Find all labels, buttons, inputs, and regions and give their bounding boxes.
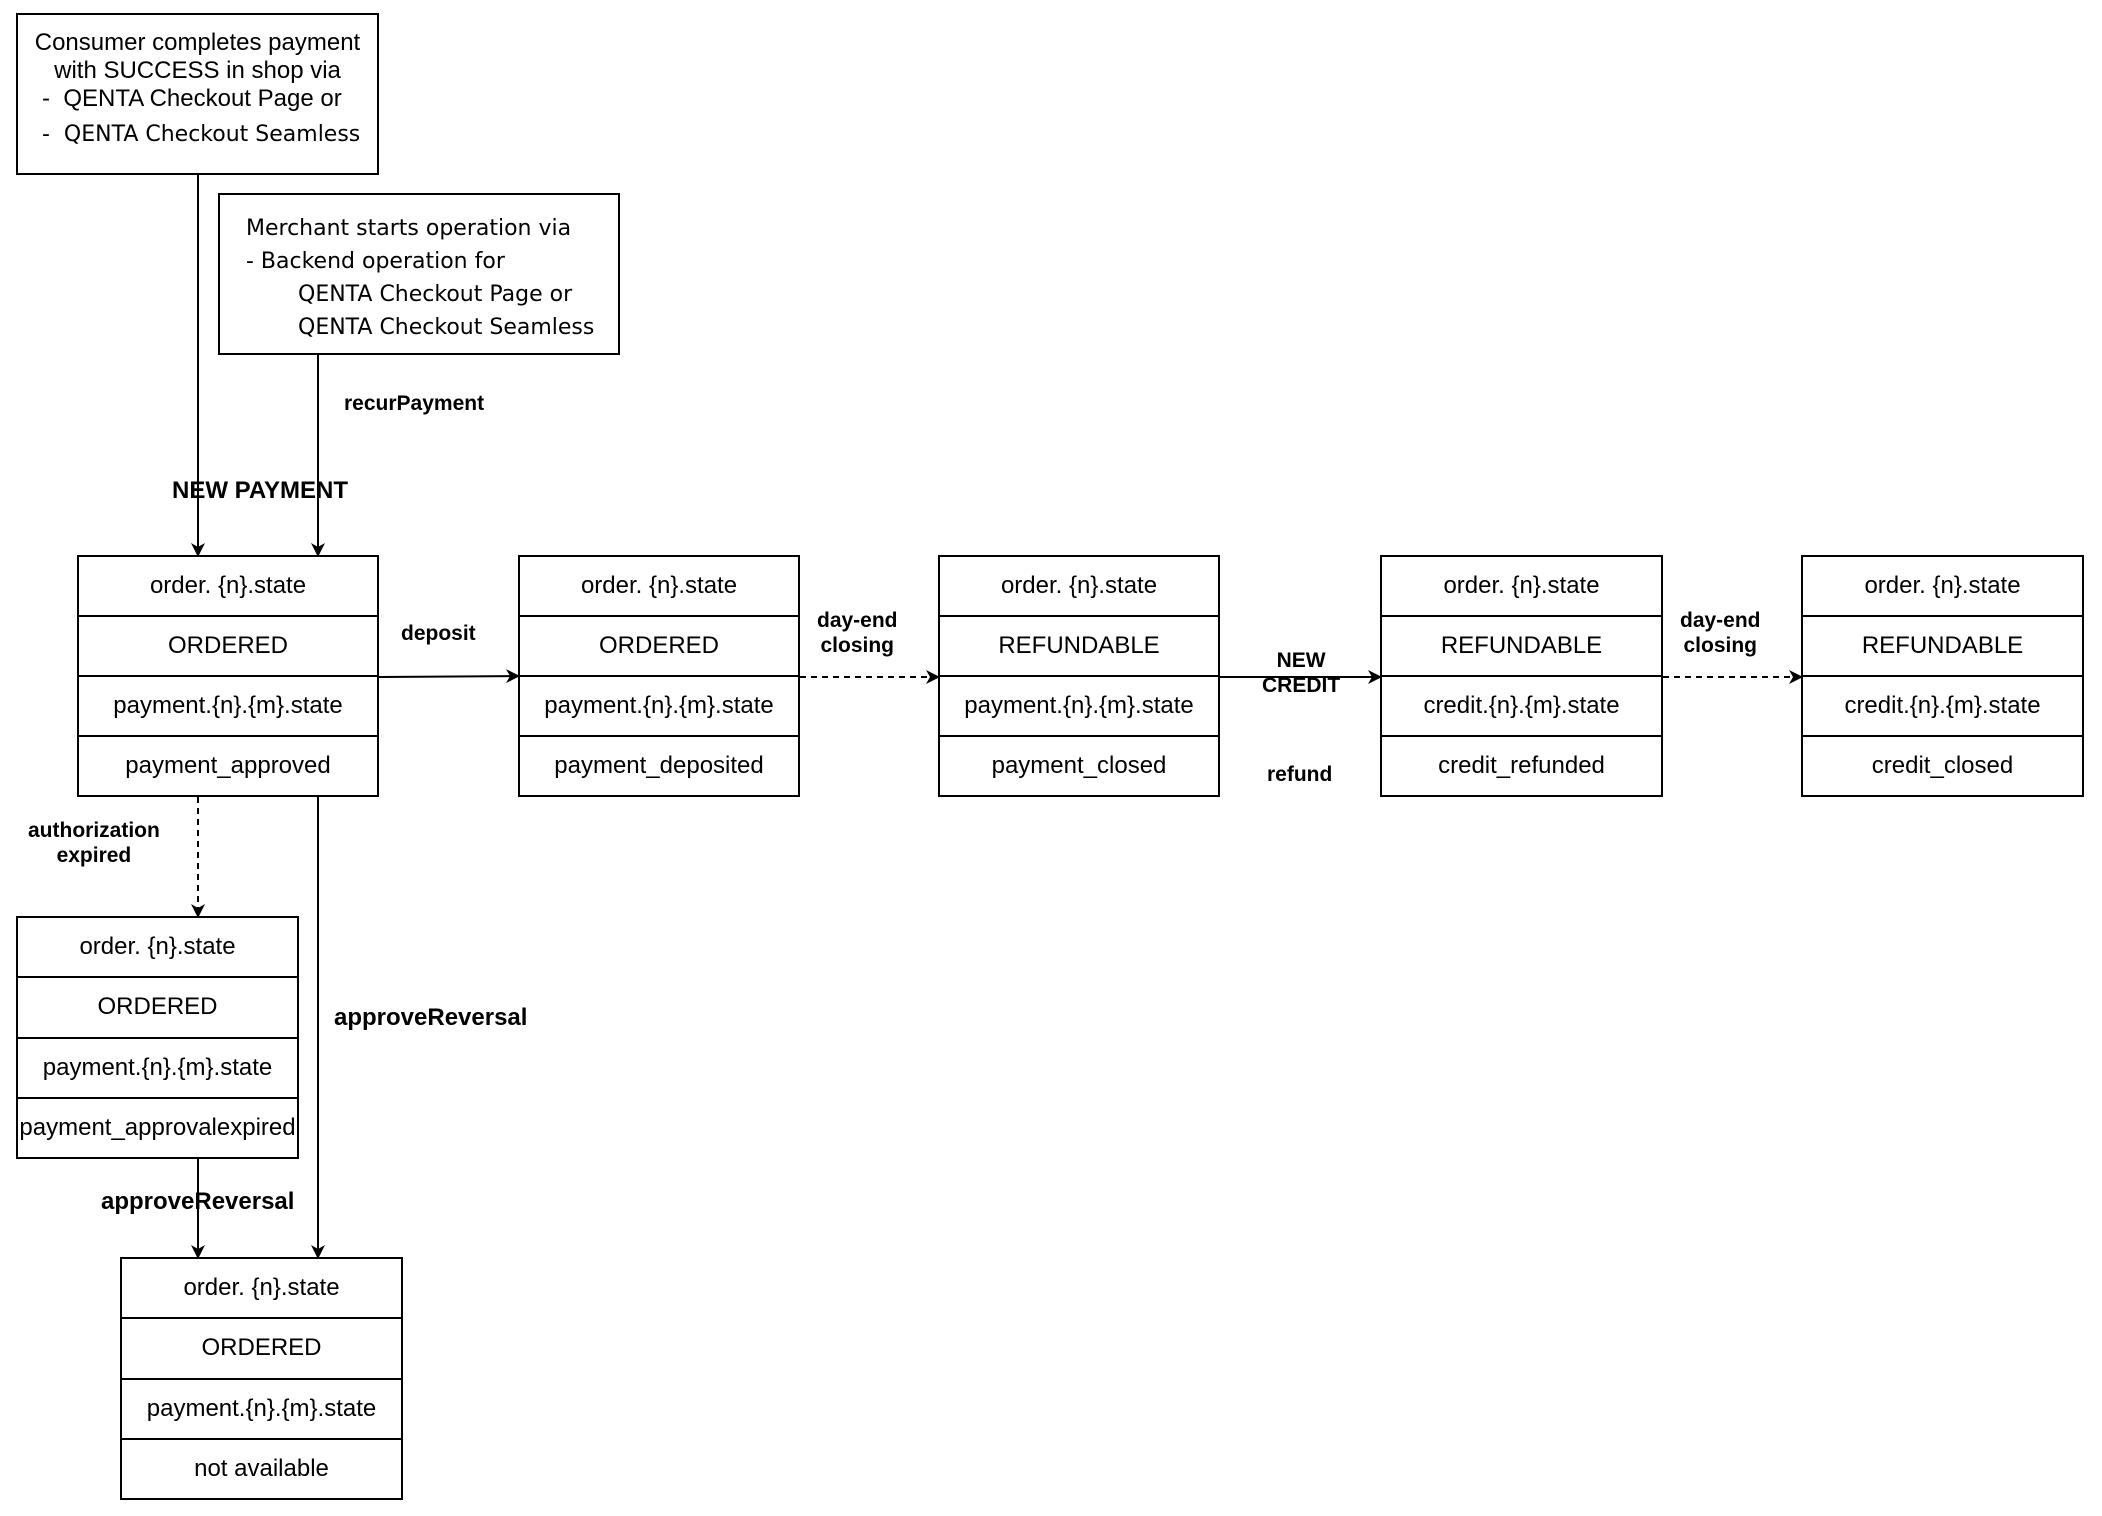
state-payment-closed: order. {n}.state REFUNDABLE payment.{n}.… [938, 555, 1220, 797]
order-state-key: order. {n}.state [520, 557, 798, 617]
label-deposit: deposit [401, 622, 476, 645]
order-state-value: ORDERED [79, 617, 377, 677]
label-day-end-closing: day-end closing [817, 609, 898, 657]
order-state-value: ORDERED [520, 617, 798, 677]
consumer-payment-note: Consumer completes payment with SUCCESS … [16, 13, 379, 175]
order-state-key: order. {n}.state [79, 557, 377, 617]
state-credit-closed: order. {n}.state REFUNDABLE credit.{n}.{… [1801, 555, 2084, 797]
order-state-key: order. {n}.state [1803, 557, 2082, 617]
item-state-value: credit_refunded [1438, 752, 1605, 779]
item-state-key: payment.{n}.{m}.state [520, 677, 798, 737]
label-approve-reversal: approveReversal [334, 1004, 528, 1031]
order-state-key: order. {n}.state [18, 918, 297, 979]
item-state-key: payment.{n}.{m}.state [79, 677, 377, 737]
order-state-key: order. {n}.state [122, 1259, 401, 1320]
item-state-value: payment_approved [125, 752, 331, 779]
order-state-value: ORDERED [122, 1319, 401, 1380]
label-refund: refund [1267, 763, 1333, 786]
order-state-key: order. {n}.state [940, 557, 1218, 617]
item-state-value: payment_deposited [554, 752, 764, 779]
consumer-note-line: - QENTA Checkout Page or [42, 85, 342, 112]
merchant-note-line: QENTA Checkout Page or [298, 282, 573, 307]
consumer-note-line: - QENTA Checkout Seamless [42, 122, 361, 147]
order-state-value: ORDERED [18, 978, 297, 1039]
label-new-credit: NEW CREDIT [1262, 649, 1341, 697]
item-state-key: payment.{n}.{m}.state [18, 1039, 297, 1099]
item-state-value: payment_closed [991, 752, 1167, 779]
label-recur-payment: recurPayment [344, 392, 485, 415]
item-state-key: credit.{n}.{m}.state [1382, 677, 1661, 737]
item-state-key: payment.{n}.{m}.state [940, 677, 1218, 737]
order-state-value: REFUNDABLE [1803, 617, 2082, 677]
state-not-available: order. {n}.state ORDERED payment.{n}.{m}… [120, 1257, 403, 1500]
item-state-key: payment.{n}.{m}.state [122, 1380, 401, 1440]
label-new-payment: NEW PAYMENT [172, 477, 349, 504]
label-approve-reversal: approveReversal [101, 1188, 295, 1215]
consumer-note-line: Consumer completes payment [34, 29, 361, 56]
merchant-operation-note: Merchant starts operation via - Backend … [218, 193, 620, 355]
state-payment-approvalexpired: order. {n}.state ORDERED payment.{n}.{m}… [16, 916, 299, 1159]
item-state-value: payment_approvalexpired [19, 1113, 296, 1141]
item-state-key: credit.{n}.{m}.state [1803, 677, 2082, 737]
merchant-note-line: - Backend operation for [246, 249, 505, 274]
state-payment-deposited: order. {n}.state ORDERED payment.{n}.{m}… [518, 555, 800, 797]
order-state-key: order. {n}.state [1382, 557, 1661, 617]
merchant-note-line: QENTA Checkout Seamless [298, 315, 595, 340]
label-day-end-closing: day-end closing [1680, 609, 1761, 657]
consumer-note-line: with SUCCESS in shop via [54, 57, 341, 84]
item-state-value: not available [194, 1454, 329, 1482]
arrow-deposit [378, 669, 520, 684]
order-state-value: REFUNDABLE [940, 617, 1218, 677]
merchant-note-line: Merchant starts operation via [246, 216, 572, 241]
label-authorization-expired: authorization expired [28, 819, 160, 867]
item-state-value: credit_closed [1871, 752, 2014, 779]
state-payment-approved: order. {n}.state ORDERED payment.{n}.{m}… [77, 555, 379, 797]
state-credit-refunded: order. {n}.state REFUNDABLE credit.{n}.{… [1380, 555, 1663, 797]
order-state-value: REFUNDABLE [1382, 617, 1661, 677]
